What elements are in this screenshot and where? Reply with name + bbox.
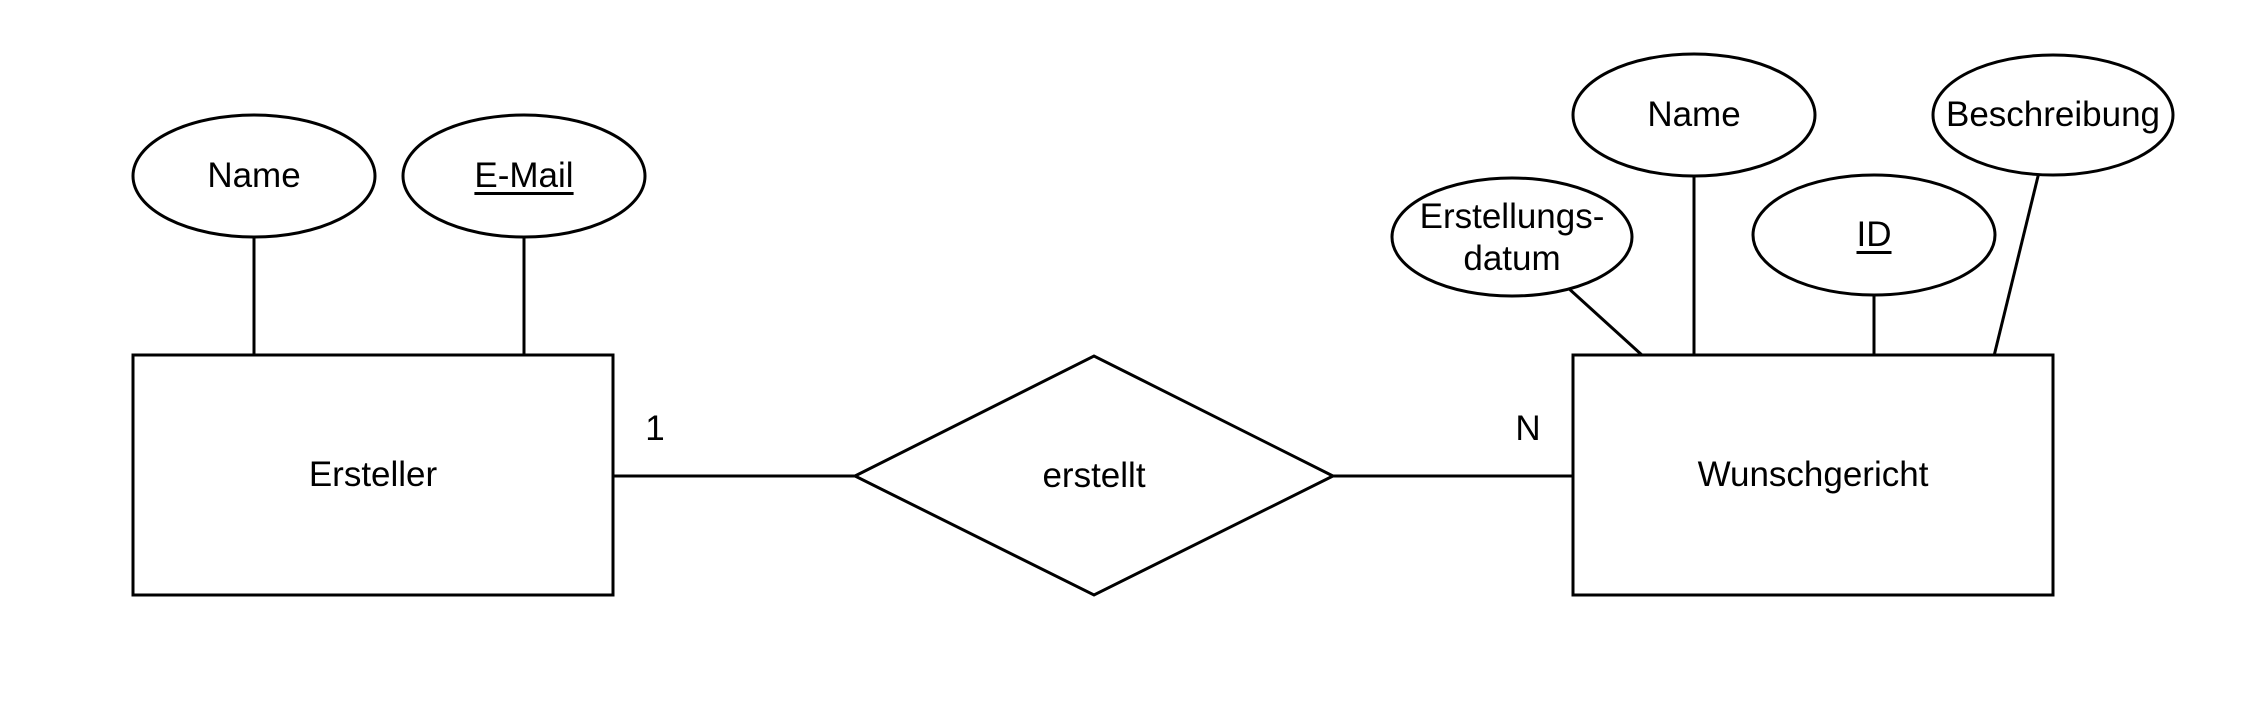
entity-ersteller-rect [131,353,615,597]
relationship-erstellt-label: erstellt [1042,456,1146,495]
cardinality-1-label: 1 [645,409,665,448]
entity-wunschgericht-label: Wunschgericht [1697,455,1929,494]
attribute-erstellungsdatum-label-line1: Erstellungs- [1419,197,1605,236]
attribute-id-ellipse [1751,173,1997,297]
entity-wunschgericht-rect [1571,353,2055,597]
attribute-name-wunschgericht-label: Name [1647,95,1741,134]
attribute-name-ersteller-label: Name [207,156,301,195]
attribute-email-label: E-Mail [474,156,574,195]
attribute-erstellungsdatum-label: Erstellungs- datum [1420,196,1605,280]
attribute-erstellungsdatum-label-line2: datum [1463,239,1561,278]
attribute-name-ersteller-ellipse [131,113,377,239]
attribute-name-wunschgericht-ellipse [1571,52,1817,178]
attribute-id-label: ID [1856,215,1892,254]
attribute-erstellungsdatum-ellipse [1390,176,1634,298]
relationship-erstellt-diamond [851,354,1337,597]
cardinality-n-label: N [1515,409,1541,448]
attribute-beschreibung-label: Beschreibung [1945,95,2161,134]
entity-ersteller-label: Ersteller [308,455,438,494]
attribute-beschreibung-ellipse [1931,53,2175,177]
attribute-email-ellipse [401,113,647,239]
